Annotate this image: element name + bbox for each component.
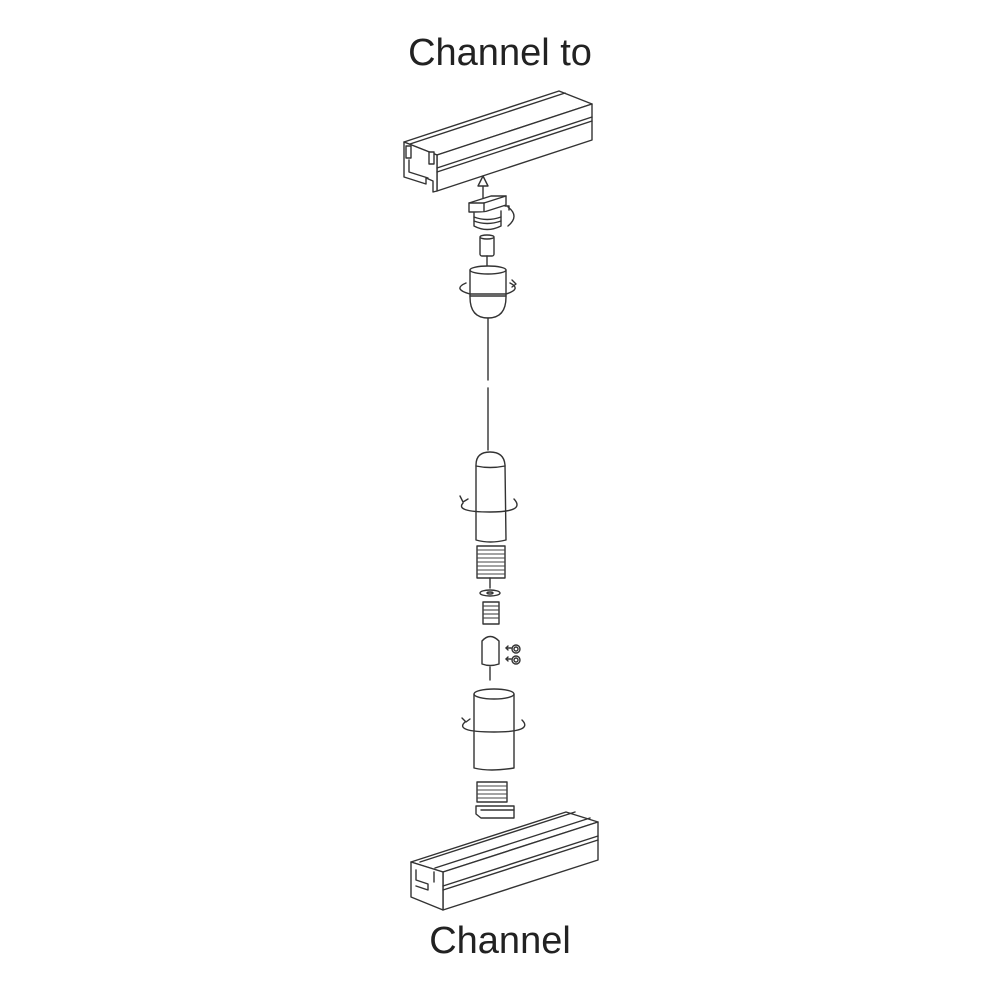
rotate-arrow-icon: [460, 498, 518, 513]
bottom-slider-nut: [475, 781, 515, 819]
upper-sleeve: [459, 451, 518, 543]
washer: [479, 577, 501, 597]
grub-insert: [479, 234, 495, 269]
top-cable-gripper: [459, 265, 517, 319]
top-slider-nut: [468, 195, 515, 231]
bottom-channel-label: Channel: [429, 920, 571, 962]
rotate-arrow-icon: [507, 206, 515, 227]
lock-body: [481, 635, 500, 681]
lower-sleeve: [461, 688, 526, 771]
top-channel-label: Channel to: [408, 32, 592, 74]
spring: [482, 601, 500, 625]
bottom-channel: [410, 811, 599, 911]
upper-thread: [476, 545, 506, 579]
up-arrow-icon: [477, 175, 489, 199]
rotate-arrow-icon: [461, 719, 526, 733]
rotate-arrow-icon: [459, 282, 516, 295]
set-screws: [505, 644, 521, 665]
top-channel: [403, 90, 593, 193]
